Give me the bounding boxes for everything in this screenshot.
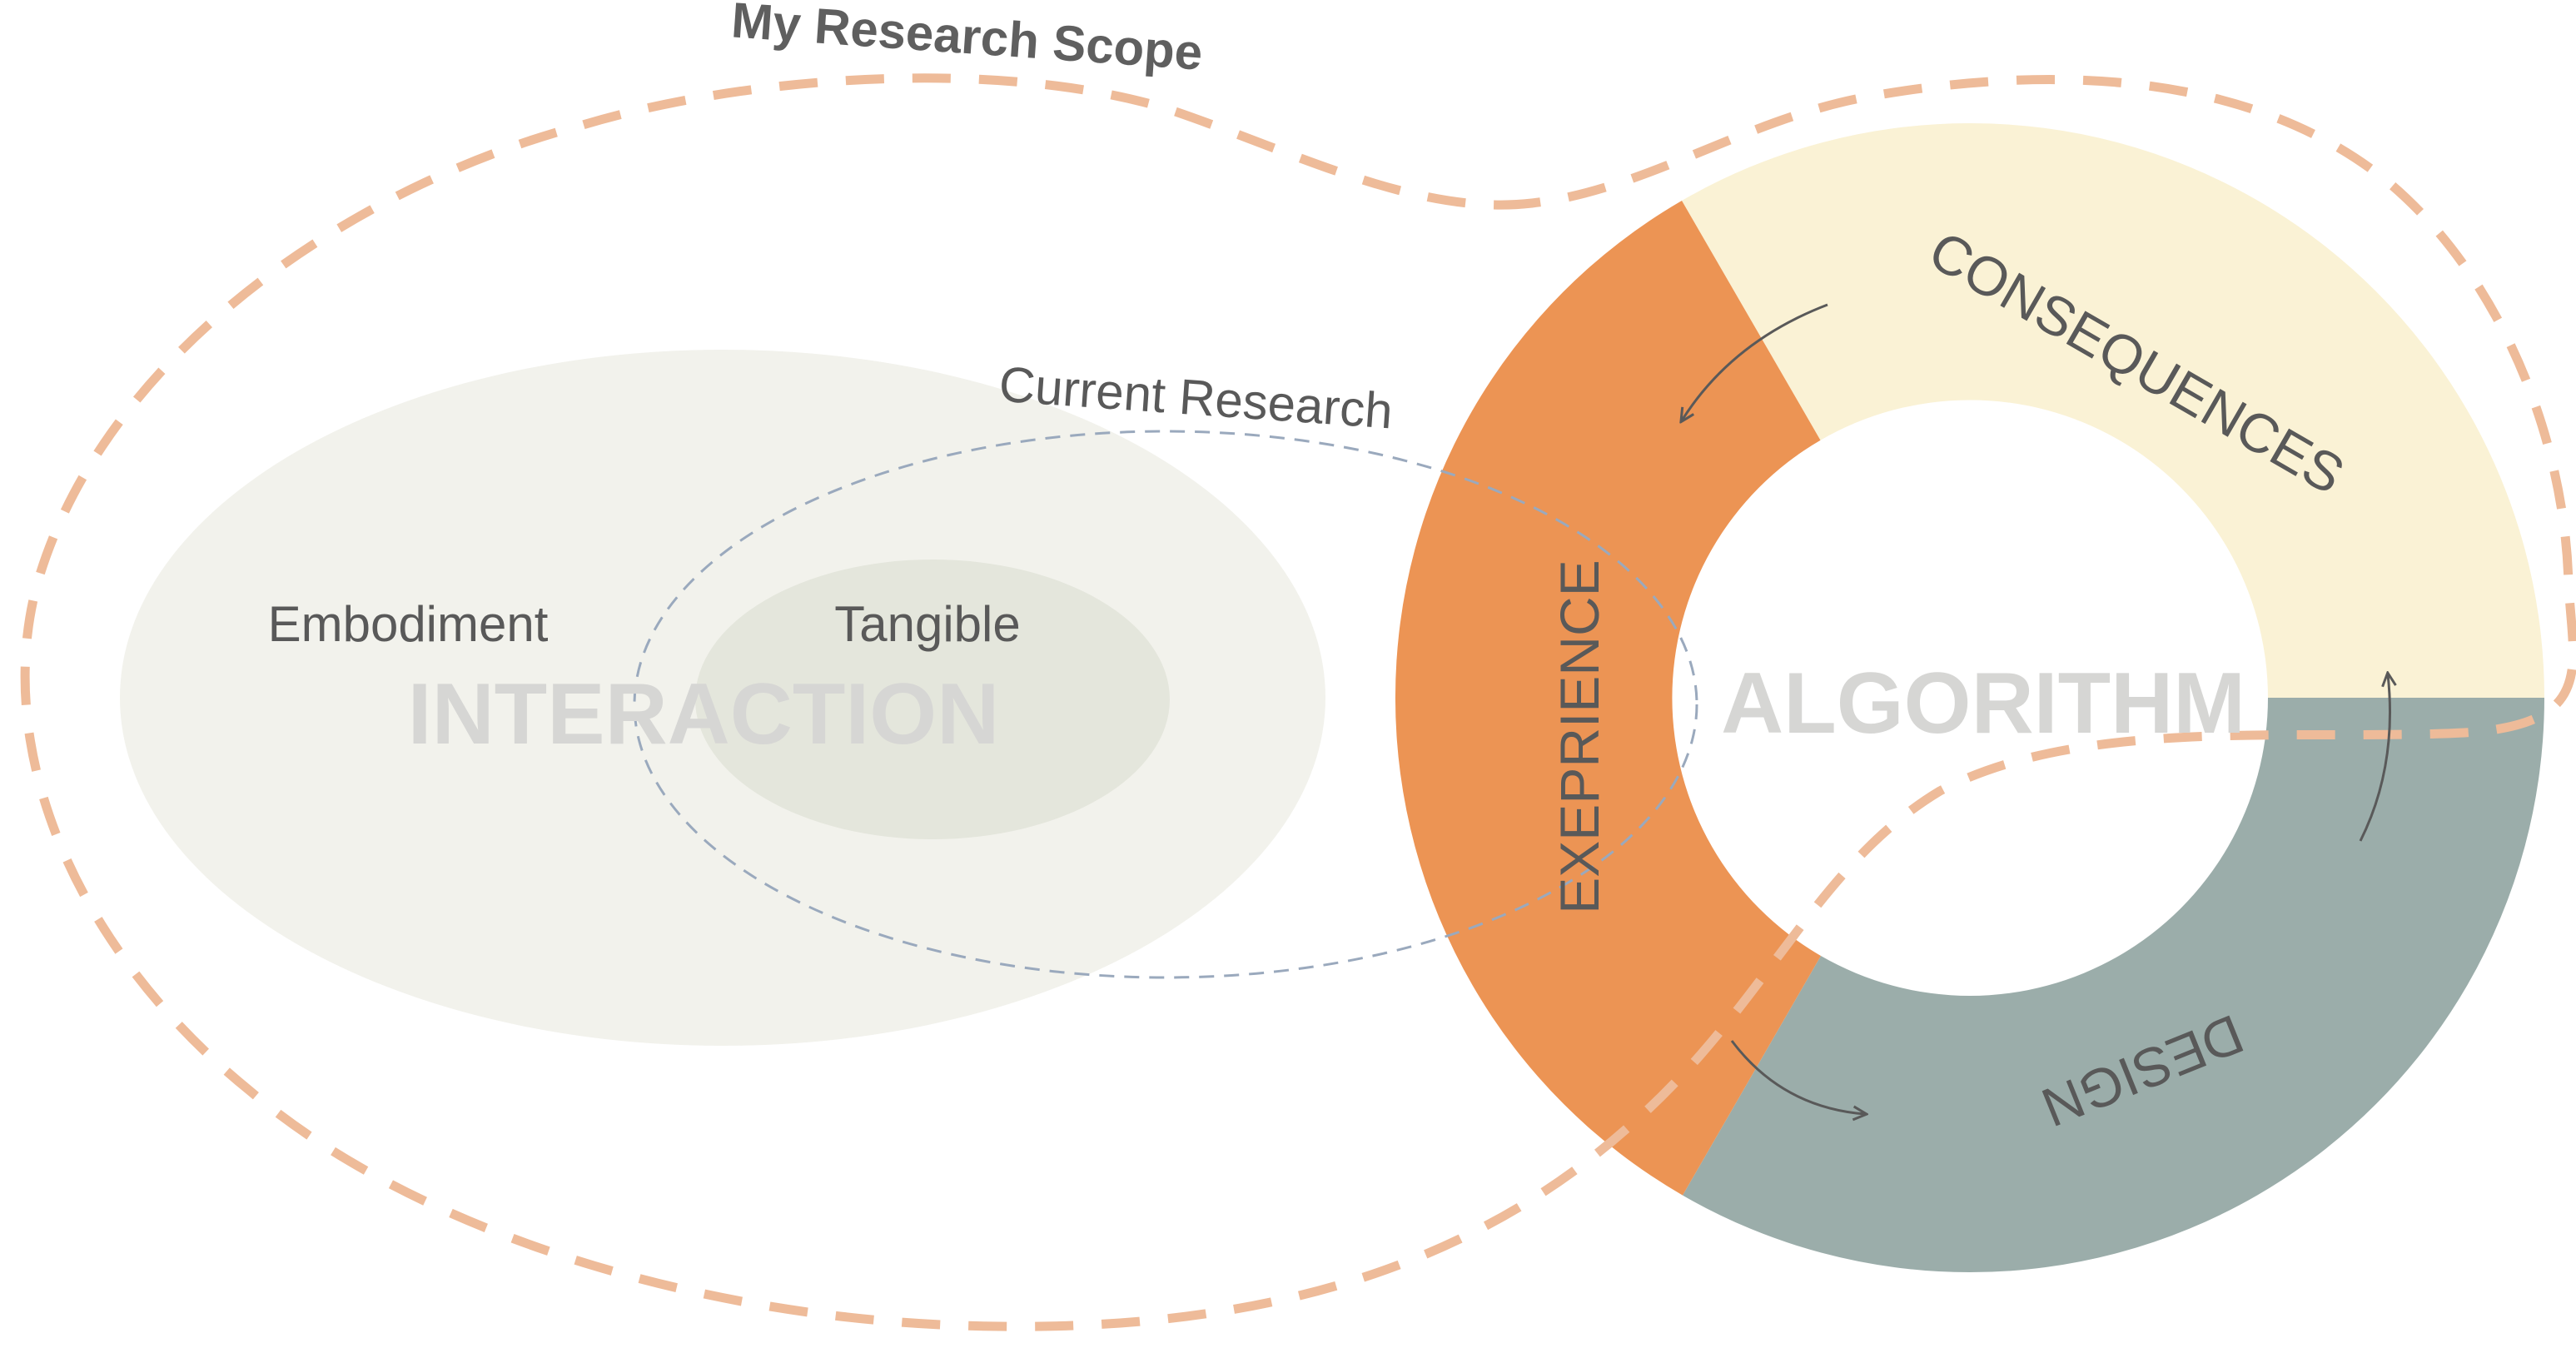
experience-label: EXEPRIENCE <box>1549 560 1610 913</box>
current-research-boundary <box>633 430 1698 979</box>
tangible-ellipse <box>695 560 1170 839</box>
tangible-label: Tangible <box>834 596 1021 652</box>
arrow-design-to-consequences <box>2359 674 2390 842</box>
embodiment-label: Embodiment <box>268 596 549 652</box>
design-segment <box>1683 698 2544 1273</box>
interaction-label: INTERACTION <box>408 666 1000 763</box>
consequences-segment <box>1682 122 2544 698</box>
arrow-consequences-to-experience <box>1682 303 1828 420</box>
research-scope-title: My Research Scope <box>729 0 1204 81</box>
algorithm-label: ALGORITHM <box>1721 655 2245 752</box>
research-scope-boundary <box>20 73 2576 1331</box>
experience-segment <box>1395 201 1821 1196</box>
algorithm-ring <box>1395 122 2544 1273</box>
arrow-experience-to-design <box>1730 1040 1865 1114</box>
